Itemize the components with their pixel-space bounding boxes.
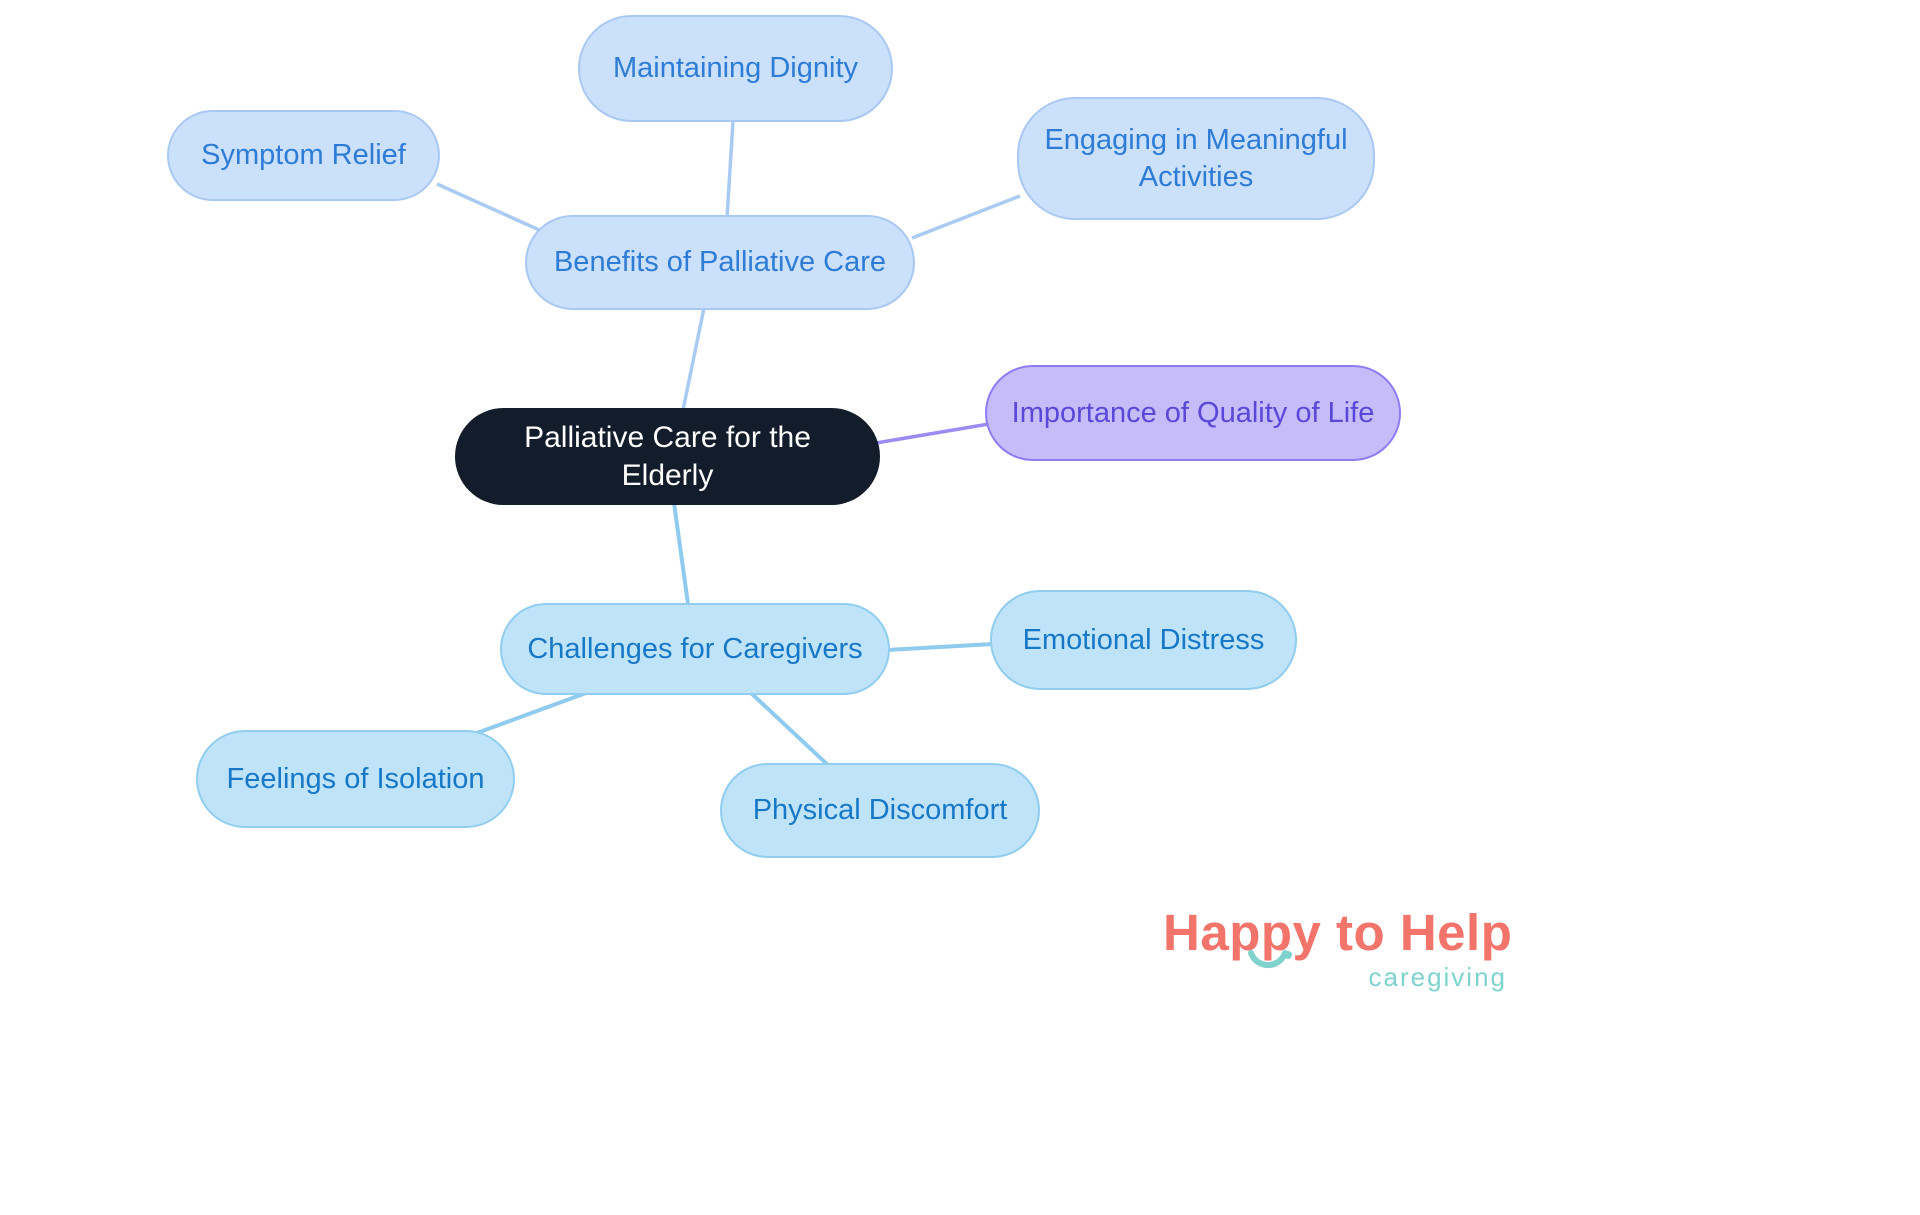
node-engaging-activities: Engaging in Meaningful Activities (1017, 97, 1375, 220)
brand-title: Happy to Help (1163, 904, 1513, 961)
node-feelings-of-isolation: Feelings of Isolation (196, 730, 515, 828)
brand-logo: Happy to Help caregiving (1163, 903, 1543, 993)
node-central-topic: Palliative Care for the Elderly (455, 408, 880, 505)
edge-center-challenges (672, 502, 690, 605)
edge-center-benefits (681, 307, 706, 411)
node-symptom-relief: Symptom Relief (167, 110, 440, 201)
edge-center-quality (875, 422, 990, 445)
edge-challenges-physical (749, 691, 831, 768)
node-challenges-for-caregivers: Challenges for Caregivers (500, 603, 890, 695)
edge-benefits-symptom (436, 182, 547, 235)
brand-subtitle: caregiving (1368, 962, 1507, 992)
node-importance-quality-of-life: Importance of Quality of Life (985, 365, 1401, 461)
node-physical-discomfort: Physical Discomfort (720, 763, 1040, 858)
edge-benefits-engaging (911, 194, 1021, 240)
node-emotional-distress: Emotional Distress (990, 590, 1297, 690)
node-benefits-of-palliative-care: Benefits of Palliative Care (525, 215, 915, 310)
edge-benefits-dignity (725, 120, 735, 219)
node-maintaining-dignity: Maintaining Dignity (578, 15, 893, 122)
smile-icon (1248, 950, 1292, 969)
edge-challenges-emotional (886, 642, 994, 652)
